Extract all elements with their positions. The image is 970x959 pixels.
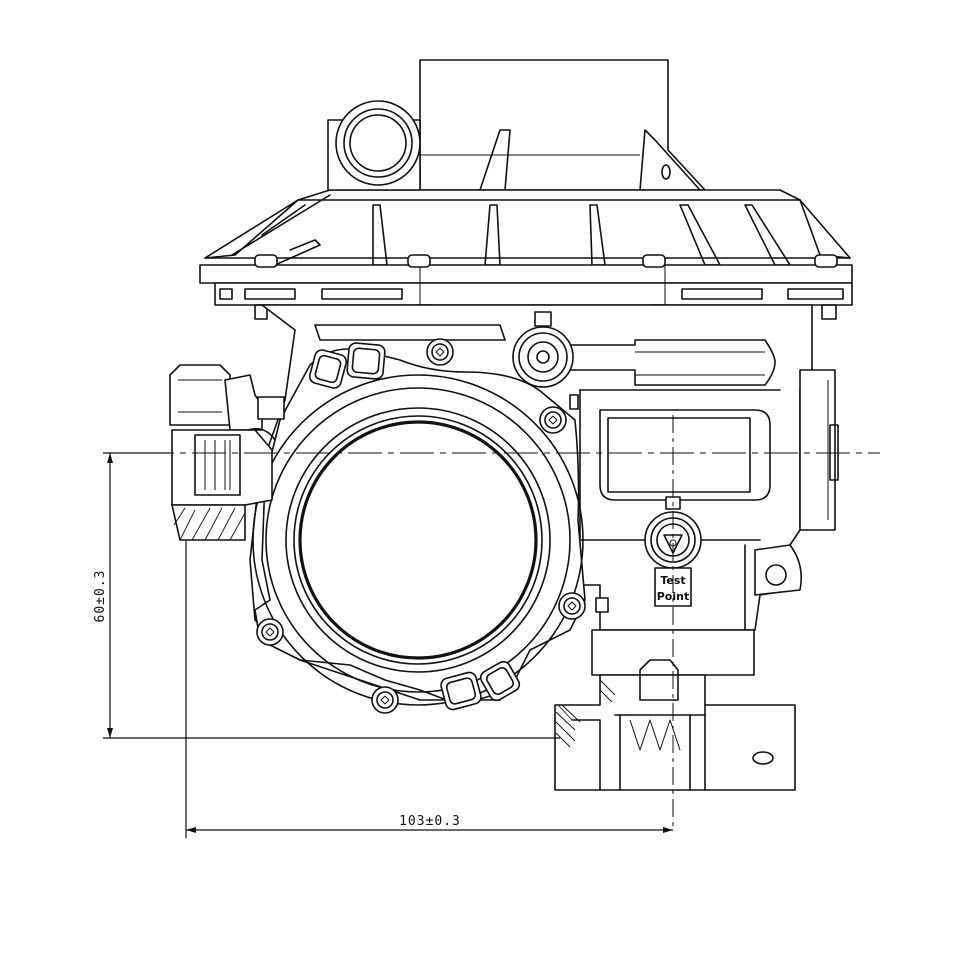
flange-pockets [308,342,521,711]
flange-bolts [256,338,586,714]
horizontal-dimension: 103±0.3 [185,540,673,838]
flange-tab [595,597,609,613]
actuator-lever [512,311,776,410]
vertical-dimension-label: 60±0.3 [93,570,108,623]
vertical-dimension: 60±0.3 [93,452,560,739]
throttle-flange [252,348,586,706]
top-cover [199,59,853,320]
test-point-label: Test Point [654,567,692,607]
horizontal-dimension-label: 103±0.3 [399,814,461,829]
top-inlet-port [327,100,421,191]
top-right-hole [661,164,671,180]
mounting-ear [754,544,803,596]
right-connector-block [799,369,839,531]
bottom-outlet [554,629,796,791]
test-point-label-line2: Point [657,590,689,603]
left-fitting [169,364,285,541]
